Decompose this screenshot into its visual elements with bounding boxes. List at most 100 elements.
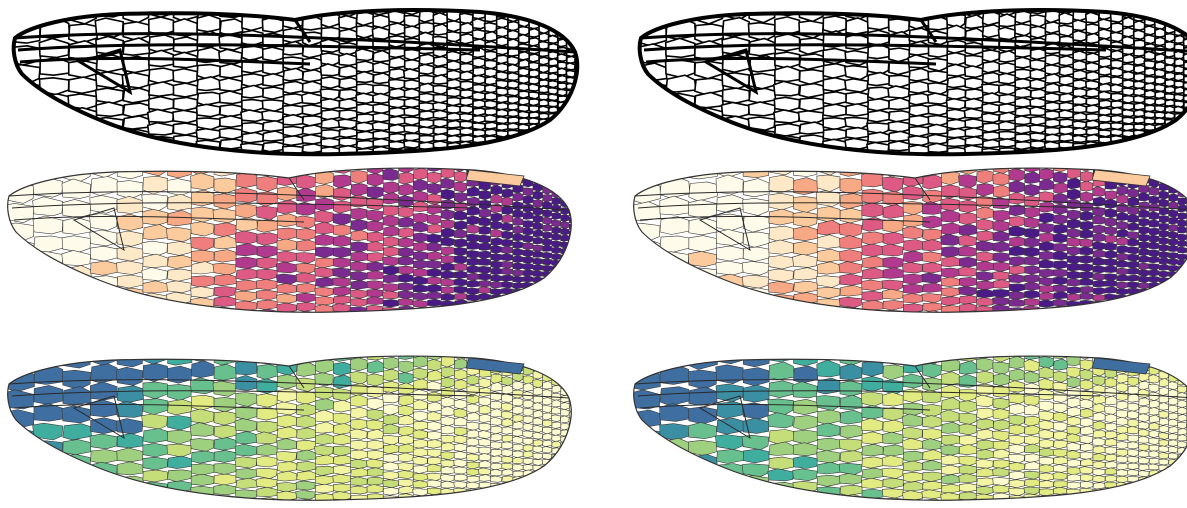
wing-cell [1093, 421, 1105, 429]
wing-cell [1144, 143, 1155, 149]
wing-cell [688, 495, 717, 507]
wing-cell [1139, 263, 1149, 270]
wing-cell [454, 467, 467, 474]
wing-cell [479, 251, 491, 259]
wing-cell [1144, 137, 1155, 143]
wing-cell [549, 73, 558, 80]
wing-cell [479, 468, 491, 475]
wing-cell [513, 415, 524, 423]
wing-cell [660, 470, 689, 484]
wing-cell [922, 273, 942, 283]
wing-cell [502, 348, 513, 358]
wing-cell [383, 454, 398, 463]
wing-cell [862, 478, 883, 488]
wing-cell [630, 223, 660, 241]
wing-cell [513, 444, 524, 451]
wing-cell [373, 62, 389, 73]
wing-cell [513, 193, 524, 202]
wing-cell [214, 274, 237, 286]
wing-cell [315, 502, 333, 508]
wing-cell [1145, 98, 1155, 105]
wing-cell [1175, 74, 1184, 81]
wing-cell [1117, 442, 1128, 449]
wing-cell [333, 214, 351, 226]
wing-cell [191, 250, 214, 263]
wing-cell [743, 179, 769, 197]
wing-cell [1159, 173, 1169, 182]
wing-cell [1067, 160, 1080, 167]
wing-cell [523, 312, 534, 317]
wing-cell [768, 413, 794, 428]
wing-cell [441, 397, 454, 407]
wing-cell [903, 274, 922, 284]
wing-cell [404, 69, 420, 79]
wing-cell [1025, 454, 1040, 463]
wing-cell [1128, 197, 1139, 206]
wing-cell [389, 108, 405, 117]
wing-cell [558, 142, 567, 147]
wing-cell [1178, 377, 1187, 385]
wing-cell [928, 135, 948, 144]
wing-cell [882, 456, 903, 467]
wing-cell [977, 419, 994, 430]
wing-cell [993, 485, 1010, 493]
wing-cell [413, 242, 428, 251]
wing-cell [552, 295, 561, 300]
wing-cell [561, 261, 570, 267]
wing-cell [1169, 265, 1179, 271]
wing-cell [1159, 418, 1169, 425]
wing-cell [817, 175, 840, 192]
wing-cell [214, 160, 237, 176]
wing-cell [1039, 480, 1053, 488]
wing-cell [1053, 214, 1067, 224]
wing-cell [1054, 431, 1068, 440]
wing-cell [1086, 81, 1099, 90]
wing-cell [257, 394, 278, 408]
wing-cell [561, 267, 570, 273]
wing-cell [257, 269, 277, 280]
wing-cell [569, 460, 574, 466]
wing-cell [333, 455, 351, 465]
wing-cell [868, 99, 889, 111]
wing-cell [467, 385, 479, 395]
wing-cell [383, 299, 398, 307]
wing-cell [398, 207, 413, 218]
wing-cell [1024, 228, 1039, 238]
wing-cell [214, 296, 236, 306]
wing-cell [1067, 210, 1080, 220]
wing-cell [575, 141, 580, 146]
wing-cell [351, 280, 368, 289]
wing-cell [1093, 501, 1105, 507]
wing-cell [561, 497, 570, 502]
wing-cell [333, 247, 351, 257]
wing-cell [214, 250, 236, 263]
wing-cell [742, 261, 769, 275]
wing-cell [959, 312, 977, 320]
wing-cell [1009, 257, 1025, 266]
wing-cell [542, 498, 551, 503]
wing-cell [367, 361, 384, 374]
wing-cell [1178, 289, 1187, 295]
wing-cell [1184, 95, 1187, 101]
wing-cell [441, 200, 454, 210]
wing-cell [793, 212, 817, 227]
wing-cell [862, 244, 883, 256]
wing-cell [1149, 494, 1159, 499]
wing-cell [413, 379, 428, 390]
wing-cell [1025, 462, 1040, 470]
wing-cell [467, 422, 479, 430]
wing-cell [399, 274, 414, 282]
wing-cell [473, 58, 485, 67]
wing-cell [296, 160, 316, 174]
wing-cell [539, 33, 549, 41]
wing-cell [1080, 278, 1093, 285]
wing-cell [1169, 498, 1178, 503]
wing-cell [861, 280, 883, 291]
wing-cell [1045, 83, 1060, 92]
wing-cell [542, 178, 551, 186]
wing-cell [441, 263, 454, 271]
wing-cell [717, 477, 744, 490]
wing-cell [1165, 65, 1175, 73]
wing-cell [1080, 380, 1093, 390]
wing-cell [413, 252, 427, 261]
